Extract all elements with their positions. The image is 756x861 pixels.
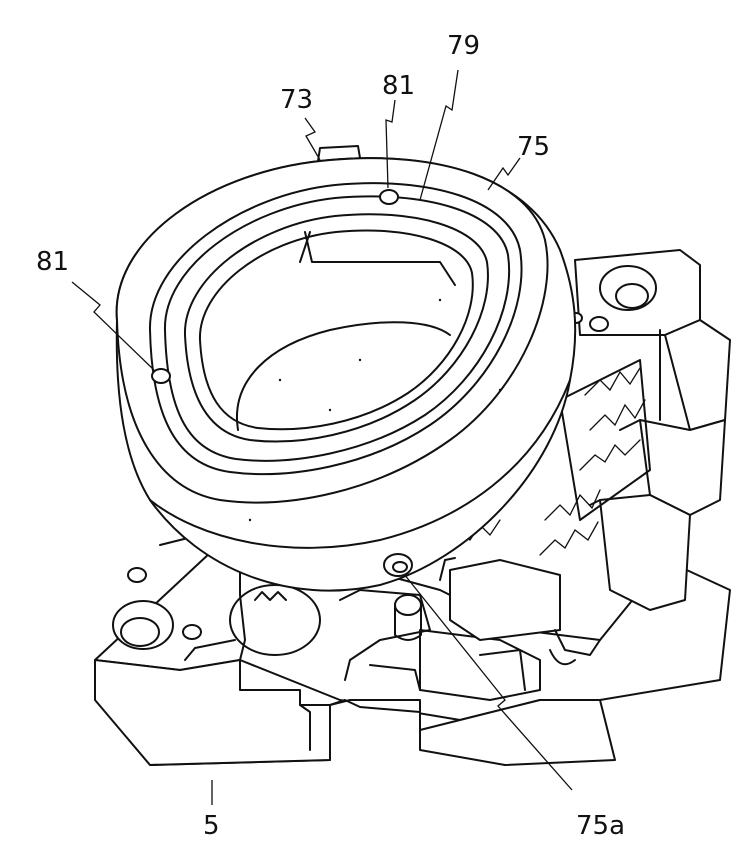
leader-lines bbox=[71, 69, 573, 805]
label-5: 5 bbox=[203, 811, 220, 841]
leader-73 bbox=[304, 117, 321, 161]
label-81-top: 81 bbox=[382, 71, 415, 101]
label-81-left: 81 bbox=[36, 247, 69, 277]
label-75: 75 bbox=[517, 132, 550, 162]
leader-81-left bbox=[71, 281, 155, 371]
label-73: 73 bbox=[280, 85, 313, 115]
leader-75a bbox=[403, 573, 573, 791]
label-75a: 75a bbox=[576, 811, 625, 841]
label-79: 79 bbox=[447, 31, 480, 61]
leader-75 bbox=[487, 157, 521, 191]
leader-79 bbox=[419, 69, 459, 201]
lens-ring bbox=[115, 145, 577, 592]
leader-81-top bbox=[385, 99, 396, 189]
gear-rack bbox=[449, 359, 651, 666]
